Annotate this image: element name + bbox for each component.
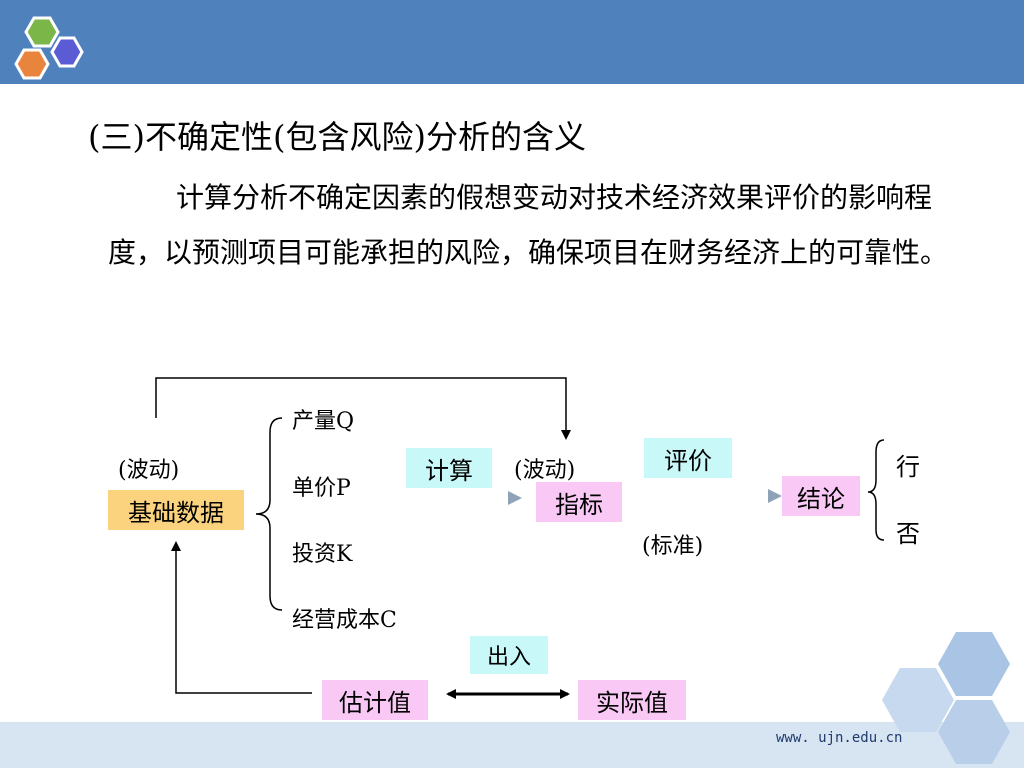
factor-output-q: 产量Q: [292, 409, 355, 434]
top-banner: [0, 0, 1024, 84]
top-feedback-arrow: [155, 377, 571, 440]
result-yes-label: 行: [896, 453, 920, 481]
conclusion-box: 结论: [782, 476, 860, 516]
factor-price-p: 单价P: [292, 476, 351, 501]
fluctuation-mid-label: (波动): [514, 458, 576, 483]
decorative-hexagons-icon: [882, 632, 1010, 764]
factors-brace: [255, 417, 283, 611]
bottom-banner: [0, 722, 1024, 768]
calc-box: 计算: [406, 448, 492, 488]
in-out-box: 出入: [470, 636, 548, 674]
standard-label: (标准): [642, 534, 704, 559]
actual-box: 实际值: [578, 680, 686, 720]
footer-url: www. ujn.edu.cn: [776, 730, 903, 746]
evaluate-box: 评价: [644, 438, 732, 478]
slide-title: (三)不确定性(包含风险)分析的含义: [88, 118, 586, 156]
estimate-box: 估计值: [322, 680, 428, 720]
factor-operating-cost-c: 经营成本C: [292, 608, 397, 633]
factor-investment-k: 投资K: [292, 542, 353, 567]
hexagon-logo-icon: [14, 16, 84, 80]
result-brace: [867, 439, 885, 541]
slide-paragraph: 计算分析不确定因素的假想变动对技术经济效果评价的影响程度，以预测项目可能承担的风…: [108, 181, 949, 269]
base-data-box: 基础数据: [108, 490, 244, 530]
fluctuation-left-label: (波动): [118, 458, 180, 483]
indicator-box: 指标: [536, 482, 622, 522]
result-no-label: 否: [896, 520, 920, 548]
bottom-feedback-arrow: [171, 541, 312, 694]
